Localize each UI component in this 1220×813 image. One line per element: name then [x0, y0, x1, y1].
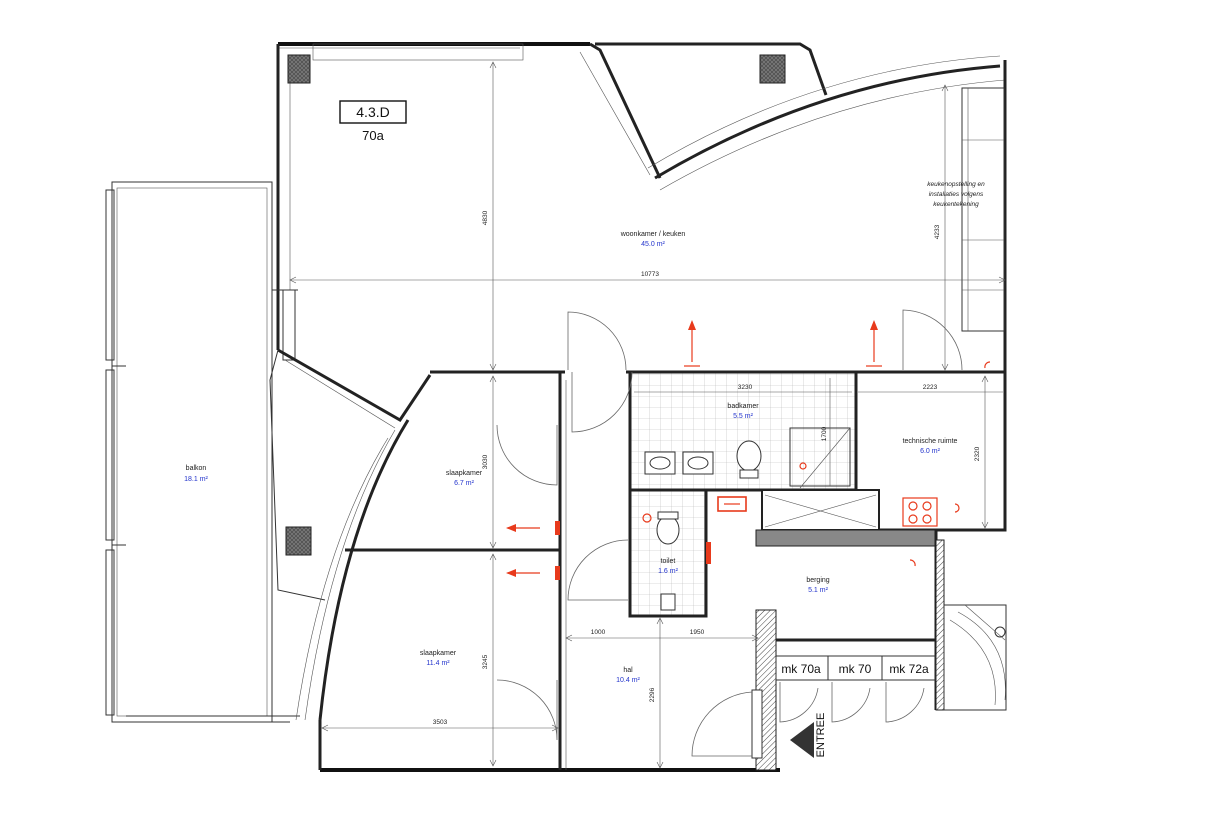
living-area: 45.0 m² [641, 241, 665, 248]
bedroom1-area: 6.7 m² [454, 480, 475, 487]
dim-technical-width: 2223 [923, 384, 938, 391]
dim-bedroom2-depth: 3245 [482, 654, 489, 669]
toilet-name: toilet [661, 558, 676, 565]
meter-cabinet [717, 496, 747, 512]
unit-code: 4.3.D [356, 104, 389, 120]
balcony-area: 18.1 m² [184, 476, 208, 483]
balcony: balkon 18.1 m² [105, 181, 300, 723]
dim-living-width: 10773 [641, 271, 659, 278]
storage-area: 5.1 m² [808, 587, 829, 594]
dim-hall-right: 1950 [690, 629, 705, 636]
dim-technical-depth: 2320 [974, 446, 981, 461]
bathroom-name: badkamer [727, 403, 759, 410]
technical-name: technische ruimte [903, 438, 958, 445]
mk-label-1: mk 70a [781, 662, 821, 676]
bedroom2-area: 11.4 m² [426, 660, 450, 667]
bathroom-area: 5.5 m² [733, 413, 754, 420]
bathroom: badkamer 5.5 m² 3230 1700 [571, 371, 852, 489]
kitchen-note-2: installaties volgens [929, 191, 984, 198]
stairwell [943, 604, 1007, 711]
kitchen-note-3: keukentekening [933, 201, 979, 208]
toilet-room: toilet 1.6 m² [567, 511, 711, 611]
bedroom-2: slaapkamer 11.4 m² 3245 3503 [321, 553, 560, 767]
balcony-name: balkon [186, 465, 207, 472]
storage-name: berging [806, 577, 829, 584]
dim-bathroom-small: 1700 [821, 426, 828, 441]
dim-living-depth: 4830 [482, 210, 489, 225]
unit-label: 4.3.D 70a [339, 100, 407, 143]
bedroom-1: slaapkamer 6.7 m² 3030 [446, 375, 560, 549]
toilet-area: 1.6 m² [658, 568, 679, 575]
entrance-label: ENTREE [815, 713, 827, 758]
dim-hall-depth: 2296 [649, 687, 656, 702]
entrance-marker: ENTREE [790, 713, 827, 758]
technical-area: 6.0 m² [920, 448, 941, 455]
dim-bathroom-width: 3230 [738, 384, 753, 391]
bedroom1-name: slaapkamer [446, 470, 483, 477]
mk-label-3: mk 72a [889, 662, 929, 676]
facade-walls [269, 42, 1007, 772]
living-room: woonkamer / keuken 45.0 m² 4830 10773 42… [289, 61, 1006, 371]
boiler-icon [902, 497, 938, 527]
technical-room: technische ruimte 6.0 m² 2223 2320 [858, 375, 1003, 529]
bedroom2-name: slaapkamer [420, 650, 457, 657]
unit-type: 70a [362, 128, 384, 143]
dim-bedroom2-width: 3503 [433, 719, 448, 726]
kitchen-units: keukenopstelling en installaties volgens… [927, 87, 1005, 332]
kitchen-note-1: keukenopstelling en [927, 181, 985, 188]
hall-name: hal [623, 667, 633, 674]
dim-hall-left: 1000 [591, 629, 606, 636]
hall-area: 10.4 m² [616, 677, 640, 684]
dim-bedroom1-depth: 3030 [482, 454, 489, 469]
storage-room: berging 5.1 m² [806, 559, 916, 594]
mk-label-2: mk 70 [839, 662, 872, 676]
living-name: woonkamer / keuken [620, 231, 686, 238]
hall: hal 10.4 m² 1000 1950 2296 [565, 617, 763, 769]
dim-kitchen-depth: 4233 [934, 224, 941, 239]
meter-cupboards: mk 70a mk 70 mk 72a [775, 655, 937, 723]
